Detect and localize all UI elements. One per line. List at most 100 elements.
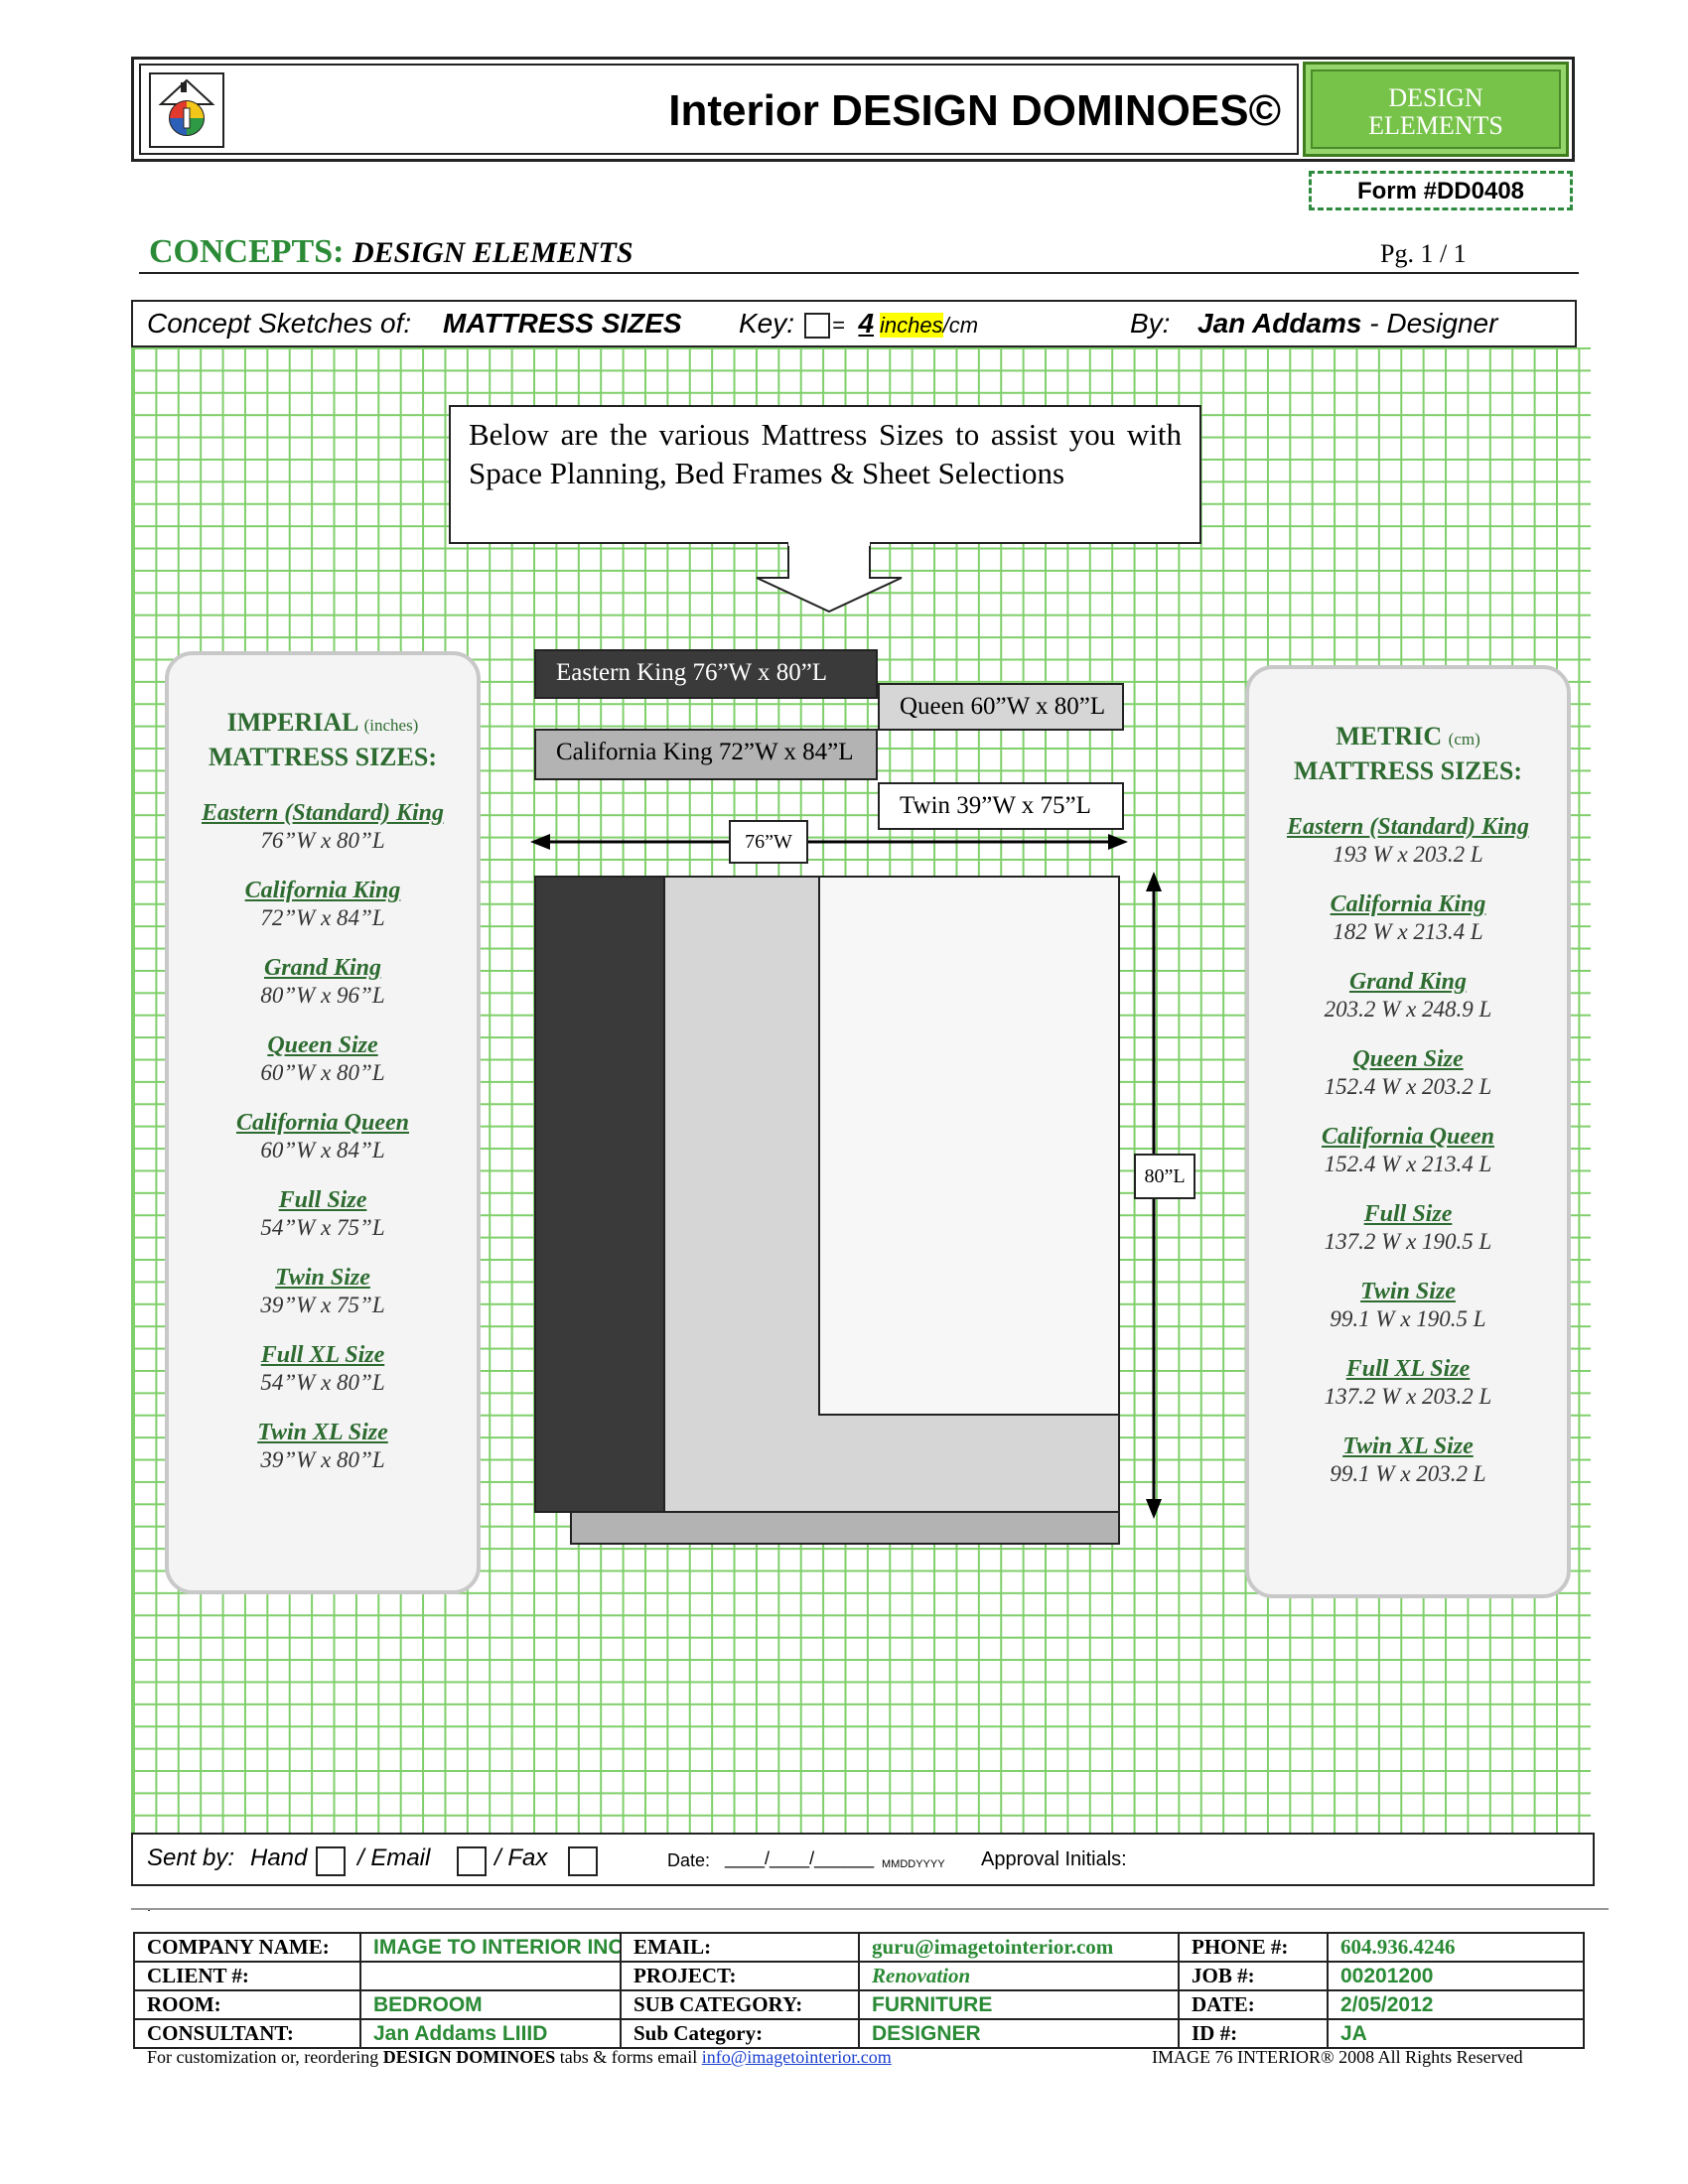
mattress-dimensions: 99.1 W x 190.5 L xyxy=(1330,1306,1486,1331)
mattress-name: Full XL Size xyxy=(1345,1356,1471,1382)
mattress-name: Eastern (Standard) King xyxy=(1286,814,1530,840)
sub-category-value: FURNITURE xyxy=(858,1989,1180,2020)
concepts-label: CONCEPTS: xyxy=(149,233,345,270)
mattress-name: Grand King xyxy=(1348,969,1468,995)
mattress-dimensions: 137.2 W x 203.2 L xyxy=(1324,1384,1492,1409)
badge-line-1: DESIGN xyxy=(1388,83,1483,112)
callout-text: Below are the various Mattress Sizes to … xyxy=(449,405,1201,544)
consultant-value: Jan Addams LIIID xyxy=(359,2018,622,2049)
header-title: Interior DESIGN DOMINOES© xyxy=(668,86,1281,135)
table-row: CLIENT #: PROJECT: Renovation JOB #: 002… xyxy=(133,1961,1585,1991)
metric-panel: METRIC (cm) MATTRESS SIZES: Eastern (Sta… xyxy=(1245,665,1571,1598)
stray-dot: . xyxy=(147,1898,151,1915)
mattress-name: California King xyxy=(244,878,401,903)
mattress-name: Queen Size xyxy=(1352,1046,1464,1072)
key-units-highlight: inches xyxy=(880,313,943,338)
copyright: IMAGE 76 INTERIOR® 2008 All Rights Reser… xyxy=(1152,2047,1523,2067)
key-units-rest: /cm xyxy=(942,313,979,338)
email-label: EMAIL: xyxy=(620,1932,860,1963)
client-label: CLIENT #: xyxy=(133,1961,361,1991)
sent-hand-label: Hand xyxy=(250,1844,308,1871)
mattress-name: Queen Size xyxy=(267,1032,378,1058)
by-label: By: xyxy=(1130,308,1171,339)
width-dimension-label: 76”W xyxy=(729,820,808,864)
separator-line xyxy=(131,1908,1609,1910)
room-label: ROOM: xyxy=(133,1989,361,2020)
mattress-name: California King xyxy=(1330,891,1486,917)
designer-role: - Designer xyxy=(1369,308,1498,339)
date-label-table: DATE: xyxy=(1178,1989,1329,2020)
twin-label: Twin 39”W x 75”L xyxy=(878,782,1124,830)
concepts-heading: CONCEPTS: DESIGN ELEMENTS xyxy=(149,230,633,275)
consultant-label: CONSULTANT: xyxy=(133,2018,361,2049)
mattress-dimensions: 39”W x 80”L xyxy=(260,1447,385,1472)
mattress-dimensions: 60”W x 80”L xyxy=(260,1060,385,1085)
mattress-dimensions: 60”W x 84”L xyxy=(260,1138,385,1162)
mattress-name: Twin XL Size xyxy=(1342,1433,1474,1459)
length-dimension-label: 80”L xyxy=(1134,1154,1196,1199)
sent-by-bar: Sent by: Hand / Email / Fax Date: ____/_… xyxy=(131,1833,1595,1886)
mattress-dimensions: 152.4 W x 213.4 L xyxy=(1324,1152,1492,1176)
email-checkbox[interactable] xyxy=(457,1846,487,1876)
hand-checkbox[interactable] xyxy=(316,1846,346,1876)
sketch-prefix: Concept Sketches of: xyxy=(147,308,412,339)
date-value: 2/05/2012 xyxy=(1327,1989,1585,2020)
date-label: Date: xyxy=(667,1850,711,1870)
table-row: CONSULTANT: Jan Addams LIIID Sub Categor… xyxy=(133,2018,1585,2049)
mattress-dimensions: 182 W x 213.4 L xyxy=(1333,919,1483,944)
mattress-name: California Queen xyxy=(1321,1124,1495,1150)
mattress-dimensions: 137.2 W x 190.5 L xyxy=(1324,1229,1492,1254)
room-value: BEDROOM xyxy=(359,1989,622,2020)
key-equals: = xyxy=(831,313,845,338)
imperial-heading: IMPERIAL (inches) MATTRESS SIZES: xyxy=(209,708,437,771)
job-value: 00201200 xyxy=(1327,1961,1585,1991)
approval-initials-label: Approval Initials: xyxy=(981,1848,1127,1870)
fax-checkbox[interactable] xyxy=(568,1846,598,1876)
id-value: JA xyxy=(1327,2018,1585,2049)
sent-email-label: / Email xyxy=(357,1844,431,1871)
mattress-name: Twin XL Size xyxy=(257,1420,388,1445)
mattress-name: Twin Size xyxy=(1360,1279,1456,1304)
eastern-king-label: Eastern King 76”W x 80”L xyxy=(534,649,878,699)
mattress-dimensions: 76”W x 80”L xyxy=(260,828,385,853)
mattress-dimensions: 152.4 W x 203.2 L xyxy=(1324,1074,1492,1099)
divider xyxy=(139,272,1579,274)
key-square-icon xyxy=(803,312,830,339)
email-link[interactable]: info@imagetointerior.com xyxy=(701,2047,892,2067)
sketch-subject: MATTRESS SIZES xyxy=(443,308,682,339)
mattress-dimensions: 80”W x 96”L xyxy=(260,983,385,1008)
mattress-name: Twin Size xyxy=(275,1265,370,1291)
phone-value: 604.936.4246 xyxy=(1327,1932,1585,1963)
sub-category-label-2: Sub Category: xyxy=(620,2018,860,2049)
date-field[interactable]: ____/____/______ xyxy=(725,1848,875,1868)
form-number: Form #DD0408 xyxy=(1309,171,1573,210)
table-row: COMPANY NAME: IMAGE TO INTERIOR INC. EMA… xyxy=(133,1932,1585,1963)
date-format-hint: MMDDYYYY xyxy=(882,1858,945,1870)
california-king-label: California King 72”W x 84”L xyxy=(534,729,878,780)
mattress-name: Eastern (Standard) King xyxy=(201,800,445,826)
mattress-name: California Queen xyxy=(235,1110,410,1136)
mattress-dimensions: 193 W x 203.2 L xyxy=(1333,842,1483,867)
company-name-label: COMPANY NAME: xyxy=(133,1932,361,1963)
mattress-name: Grand King xyxy=(263,955,382,981)
client-value xyxy=(359,1961,622,1991)
header-frame xyxy=(131,57,1575,162)
